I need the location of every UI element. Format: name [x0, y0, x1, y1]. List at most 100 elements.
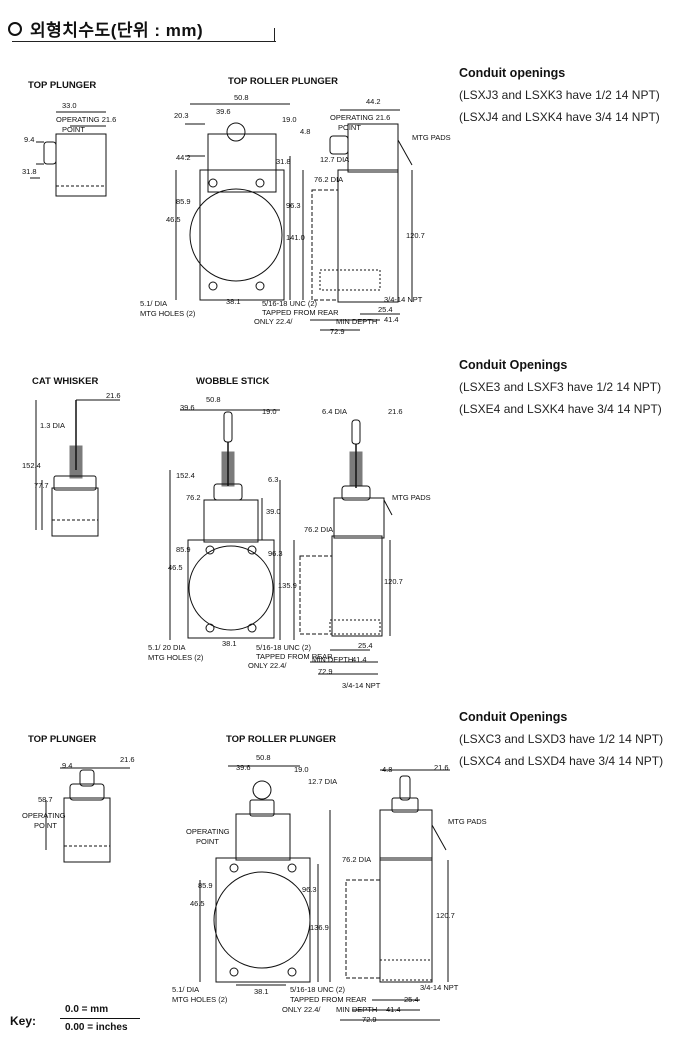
dim-label: 76.2 DIA: [342, 855, 371, 864]
dim-label: 39.6: [180, 403, 195, 412]
top-plunger-1: [30, 111, 107, 197]
top-roller-plunger-side-3: [340, 769, 450, 1021]
dim-label: 21.6: [120, 755, 135, 764]
dim-label: 39.0: [266, 507, 281, 516]
conduit-block-1: Conduit openings (LSXJ3 and LSXK3 have 1…: [459, 62, 660, 128]
dim-label: 120.7: [436, 911, 455, 920]
top-roller-plunger-front-1: [175, 103, 304, 301]
dim-label: 41.4: [384, 315, 399, 324]
dim-label: 20.3: [174, 111, 189, 120]
conduit-line: (LSXJ4 and LSXK4 have 3/4 14 NPT): [459, 110, 660, 124]
conduit-line: (LSXE4 and LSXK4 have 3/4 14 NPT): [459, 402, 662, 416]
dim-label: 96.3: [286, 201, 301, 210]
dim-label: 136.9: [310, 923, 329, 932]
cat-whisker: [35, 399, 120, 537]
key-divider: [60, 1018, 140, 1019]
dim-label: 5/16-18 UNC (2): [290, 985, 346, 994]
section-2-drawing: [35, 399, 393, 675]
dim-label: 76.2 DIA: [314, 175, 343, 184]
dim-label: 46.5: [166, 215, 181, 224]
key-mm: 0.0 = mm: [65, 1004, 109, 1015]
dim-label: 120.7: [384, 577, 403, 586]
dim-label: 21.6: [434, 763, 449, 772]
dim-label: TAPPED FROM REAR: [290, 995, 367, 1004]
dim-label: 135.9: [278, 581, 297, 590]
dim-label: 38.1: [254, 987, 269, 996]
dim-label: 5.1/ DIA: [172, 985, 199, 994]
dim-label: 141.0: [286, 233, 305, 242]
dim-label: OPERATING: [186, 827, 230, 836]
dim-label: 85.9: [176, 197, 191, 206]
section-3-drawing: [45, 765, 450, 1021]
dim-label: 152.4: [176, 471, 195, 480]
conduit-title: Conduit openings: [459, 66, 566, 80]
dim-label: OPERATING: [22, 811, 66, 820]
dim-label: MTG PADS: [392, 493, 431, 502]
units-key: Key: 0.0 = mm 0.00 = inches: [10, 998, 150, 1038]
dim-label: 76.2 DIA: [304, 525, 333, 534]
dim-label: 96.3: [302, 885, 317, 894]
dim-label: 72.9: [330, 327, 345, 336]
top-roller-plunger-front-3: [199, 765, 331, 986]
dim-label: 85.9: [198, 881, 213, 890]
dim-label: MTG HOLES (2): [172, 995, 228, 1004]
dim-label: ONLY 22.4/: [254, 317, 293, 326]
dim-label: 38.1: [222, 639, 237, 648]
dim-label: 77.7: [34, 481, 49, 490]
conduit-block-2: Conduit Openings (LSXE3 and LSXF3 have 1…: [459, 354, 662, 420]
dim-label: 5.1/ DIA: [140, 299, 167, 308]
dim-label: 5/16-18 UNC (2): [256, 643, 312, 652]
view-label: WOBBLE STICK: [196, 376, 269, 387]
dim-label: 19.0: [262, 407, 277, 416]
dim-label: 4.8: [382, 765, 392, 774]
dim-label: OPERATING 21.6: [56, 115, 116, 124]
view-label: TOP PLUNGER: [28, 80, 96, 91]
view-label: TOP ROLLER PLUNGER: [226, 734, 336, 745]
wobble-stick-front: [169, 409, 295, 640]
dim-label: 21.6: [388, 407, 403, 416]
dim-label: MTG PADS: [412, 133, 451, 142]
dim-label: 33.0: [62, 101, 77, 110]
dim-label: MTG PADS: [448, 817, 487, 826]
dim-label: MIN DEPTH: [336, 1005, 377, 1014]
dim-label: 76.2: [186, 493, 201, 502]
page-title: 외형치수도(단위 : mm): [30, 21, 204, 40]
dim-label: 1.3 DIA: [40, 421, 65, 430]
dim-label: MTG HOLES (2): [148, 653, 204, 662]
dim-label: TAPPED FROM REAR: [262, 308, 339, 317]
dim-label: 6.3: [268, 475, 278, 484]
dim-label: 44.2: [366, 97, 381, 106]
dim-label: 72.9: [318, 667, 333, 676]
dim-label: 5/16-18 UNC (2): [262, 299, 318, 308]
dim-label: 12.7 DIA: [308, 777, 337, 786]
dim-label: 25.4: [358, 641, 373, 650]
page-header: 외형치수도(단위 : mm): [8, 14, 278, 48]
key-inches: 0.00 = inches: [65, 1022, 128, 1033]
dim-label: OPERATING 21.6: [330, 113, 390, 122]
dim-label: 120.7: [406, 231, 425, 240]
dim-label: 25.4: [404, 995, 419, 1004]
dim-label: 38.1: [226, 297, 241, 306]
conduit-line: (LSXC4 and LSXD4 have 3/4 14 NPT): [459, 754, 664, 768]
dim-label: 6.4 DIA: [322, 407, 347, 416]
dim-label: 4.8: [300, 127, 310, 136]
dim-label: 31.8: [22, 167, 37, 176]
dim-label: 3/4-14 NPT: [384, 295, 423, 304]
conduit-block-3: Conduit Openings (LSXC3 and LSXD3 have 1…: [459, 706, 663, 772]
dim-label: 46.5: [168, 563, 183, 572]
dim-label: 5.1/ 20 DIA: [148, 643, 186, 652]
dim-label: 44.2: [176, 153, 191, 162]
conduit-line: (LSXE3 and LSXF3 have 1/2 14 NPT): [459, 380, 662, 394]
dim-label: MIN DEPTH: [312, 655, 353, 664]
dim-label: 46.5: [190, 899, 205, 908]
dim-label: 9.4: [24, 135, 34, 144]
dim-label: 25.4: [378, 305, 393, 314]
dim-label: POINT: [34, 821, 57, 830]
bullet-icon: [8, 22, 22, 36]
dim-label: POINT: [62, 125, 85, 134]
dim-label: POINT: [338, 123, 361, 132]
dim-label: MTG HOLES (2): [140, 309, 196, 318]
dim-label: 50.8: [256, 753, 271, 762]
view-label: TOP PLUNGER: [28, 734, 96, 745]
